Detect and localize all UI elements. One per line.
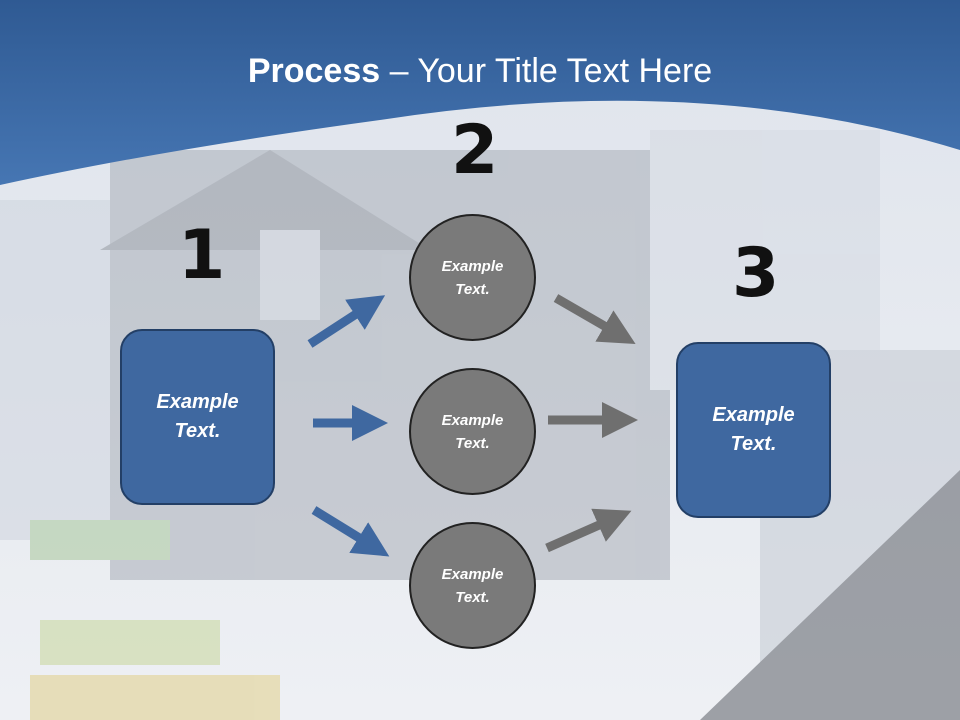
right-box-line1: Example [712, 404, 795, 426]
circle-bottom-line2: Text. [455, 588, 490, 606]
circle-top-line2: Text. [455, 280, 490, 298]
arrow-top-to-right [553, 294, 636, 345]
arrow-left-to-top [307, 295, 386, 348]
circle-middle-line2: Text. [455, 434, 490, 452]
page-title: Process – Your Title Text Here [247, 52, 713, 90]
left-box-line2: Text. [174, 420, 221, 442]
step-number-3: 3 [732, 234, 780, 313]
circle-bottom-line1: Example [441, 565, 504, 583]
arrow-left-to-bottom [311, 506, 390, 557]
step-number-1: 1 [178, 216, 226, 295]
step-number-2: 2 [451, 111, 499, 190]
left-box-line1: Example [156, 391, 239, 413]
arrow-bottom-to-right [545, 508, 632, 553]
circle-top-line1: Example [441, 257, 504, 275]
right-box-line2: Text. [730, 433, 777, 455]
circle-middle-line1: Example [441, 411, 504, 429]
